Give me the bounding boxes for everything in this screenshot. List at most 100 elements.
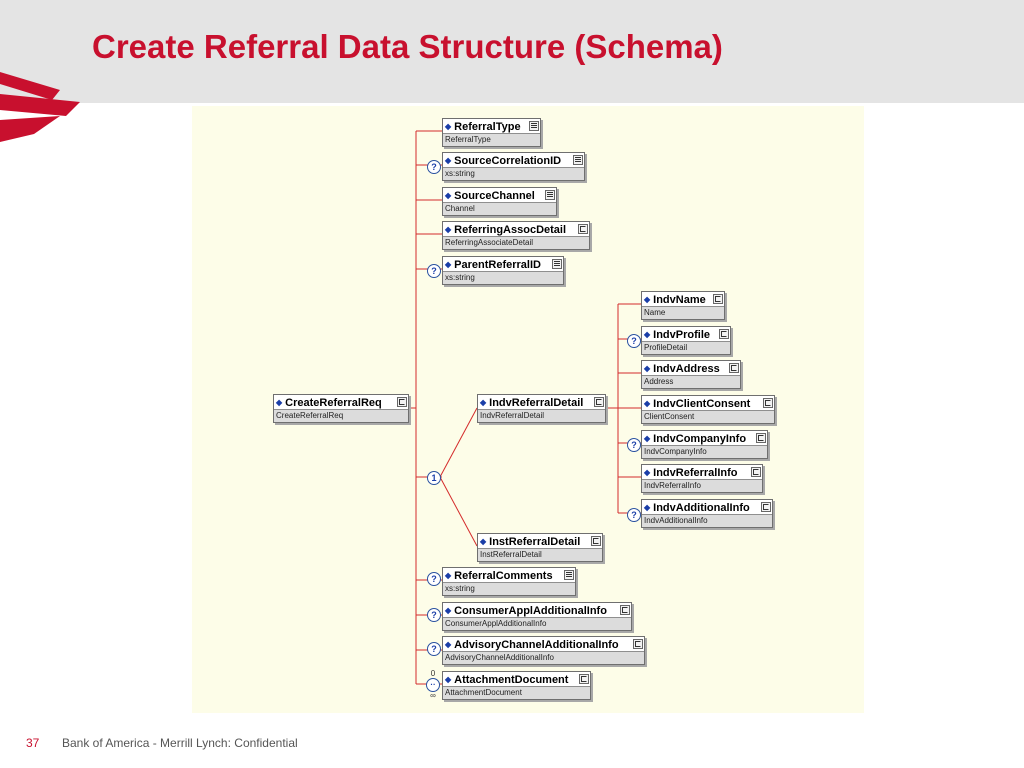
cardinality-marker: 0 ·· ∞ [425, 669, 441, 700]
element-diamond-icon: ◆ [480, 537, 487, 546]
element-diamond-icon: ◆ [644, 503, 651, 512]
node-name: ReferralType [454, 121, 521, 133]
node-indv-profile: ◆IndvProfile ProfileDetail [641, 326, 731, 355]
complex-type-icon [756, 433, 766, 443]
element-diamond-icon: ◆ [644, 434, 651, 443]
node-name: ReferralComments [454, 570, 553, 582]
node-indv-additional-info: ◆IndvAdditionalInfo IndvAdditionalInfo [641, 499, 773, 528]
optional-icon: ? [627, 438, 641, 452]
node-type: xs:string [443, 582, 575, 595]
element-diamond-icon: ◆ [445, 675, 452, 684]
node-name: IndvReferralDetail [489, 397, 584, 409]
node-name: IndvAddress [653, 363, 720, 375]
node-type: CreateReferralReq [274, 409, 408, 422]
simple-type-icon [564, 570, 574, 580]
node-type: IndvAdditionalInfo [642, 514, 772, 527]
node-type: xs:string [443, 271, 563, 284]
element-diamond-icon: ◆ [480, 398, 487, 407]
cardinality-min: 0 [430, 669, 436, 678]
complex-type-icon [397, 397, 407, 407]
node-type: IndvCompanyInfo [642, 445, 767, 458]
cardinality-max: ∞ [430, 691, 436, 700]
element-diamond-icon: ◆ [644, 399, 651, 408]
element-diamond-icon: ◆ [644, 295, 651, 304]
node-attachment-document: ◆AttachmentDocument AttachmentDocument [442, 671, 591, 700]
node-indv-company-info: ◆IndvCompanyInfo IndvCompanyInfo [641, 430, 768, 459]
element-diamond-icon: ◆ [445, 156, 452, 165]
element-diamond-icon: ◆ [445, 606, 452, 615]
simple-type-icon [552, 259, 562, 269]
optional-icon: ? [427, 264, 441, 278]
element-diamond-icon: ◆ [445, 571, 452, 580]
node-type: AttachmentDocument [443, 686, 590, 699]
node-referring-assoc-detail: ◆ReferringAssocDetail ReferringAssociate… [442, 221, 590, 250]
node-name: IndvAdditionalInfo [653, 502, 750, 514]
choice-icon: 1 [427, 471, 441, 485]
node-parent-referral-id: ◆ParentReferralID xs:string [442, 256, 564, 285]
node-type: ReferringAssociateDetail [443, 236, 589, 249]
schema-diagram: ◆CreateReferralReq CreateReferralReq ◆Re… [192, 106, 864, 713]
element-diamond-icon: ◆ [445, 640, 452, 649]
complex-type-icon [761, 502, 771, 512]
node-name: ReferringAssocDetail [454, 224, 567, 236]
node-type: Name [642, 306, 724, 319]
node-type: ClientConsent [642, 410, 774, 423]
node-name: SourceCorrelationID [454, 155, 562, 167]
node-name: IndvName [653, 294, 706, 306]
element-diamond-icon: ◆ [445, 191, 452, 200]
element-diamond-icon: ◆ [276, 398, 283, 407]
complex-type-icon [633, 639, 643, 649]
node-advisory-channel-additional-info: ◆AdvisoryChannelAdditionalInfo AdvisoryC… [442, 636, 645, 665]
page-number: 37 [26, 736, 40, 750]
node-type: xs:string [443, 167, 584, 180]
node-name: ParentReferralID [454, 259, 541, 271]
optional-icon: ? [427, 642, 441, 656]
complex-type-icon [579, 674, 589, 684]
element-diamond-icon: ◆ [445, 122, 452, 131]
element-diamond-icon: ◆ [445, 225, 452, 234]
complex-type-icon [591, 536, 601, 546]
element-diamond-icon: ◆ [644, 468, 651, 477]
optional-icon: ? [627, 334, 641, 348]
node-type: ConsumerApplAdditionalInfo [443, 617, 631, 630]
optional-icon: ? [627, 508, 641, 522]
node-indv-address: ◆IndvAddress Address [641, 360, 741, 389]
slide-title: Create Referral Data Structure (Schema) [92, 28, 723, 65]
node-referral-type: ◆ReferralType ReferralType [442, 118, 541, 147]
header-band [0, 0, 1024, 103]
node-type: AdvisoryChannelAdditionalInfo [443, 651, 644, 664]
node-name: SourceChannel [454, 190, 535, 202]
node-type: IndvReferralDetail [478, 409, 605, 422]
node-source-correlation-id: ◆SourceCorrelationID xs:string [442, 152, 585, 181]
complex-type-icon [719, 329, 729, 339]
complex-type-icon [620, 605, 630, 615]
node-name: CreateReferralReq [285, 397, 382, 409]
company-logo [0, 72, 80, 142]
element-diamond-icon: ◆ [644, 330, 651, 339]
simple-type-icon [529, 121, 539, 131]
node-referral-comments: ◆ReferralComments xs:string [442, 567, 576, 596]
node-consumer-appl-additional-info: ◆ConsumerApplAdditionalInfo ConsumerAppl… [442, 602, 632, 631]
node-name: InstReferralDetail [489, 536, 581, 548]
element-diamond-icon: ◆ [445, 260, 452, 269]
optional-icon: ? [427, 572, 441, 586]
node-name: IndvClientConsent [653, 398, 751, 410]
element-diamond-icon: ◆ [644, 364, 651, 373]
node-type: Channel [443, 202, 556, 215]
complex-type-icon [763, 398, 773, 408]
node-type: ReferralType [443, 133, 540, 146]
node-source-channel: ◆SourceChannel Channel [442, 187, 557, 216]
node-name: IndvCompanyInfo [653, 433, 747, 445]
repeat-icon: ·· [426, 678, 440, 692]
node-inst-referral-detail: ◆InstReferralDetail InstReferralDetail [477, 533, 603, 562]
node-type: InstReferralDetail [478, 548, 602, 561]
complex-type-icon [578, 224, 588, 234]
node-type: ProfileDetail [642, 341, 730, 354]
node-type: Address [642, 375, 740, 388]
node-name: IndvProfile [653, 329, 710, 341]
node-indv-client-consent: ◆IndvClientConsent ClientConsent [641, 395, 775, 424]
optional-icon: ? [427, 608, 441, 622]
root-node: ◆CreateReferralReq CreateReferralReq [273, 394, 409, 423]
footer-confidential: Bank of America - Merrill Lynch: Confide… [62, 736, 298, 750]
simple-type-icon [573, 155, 583, 165]
